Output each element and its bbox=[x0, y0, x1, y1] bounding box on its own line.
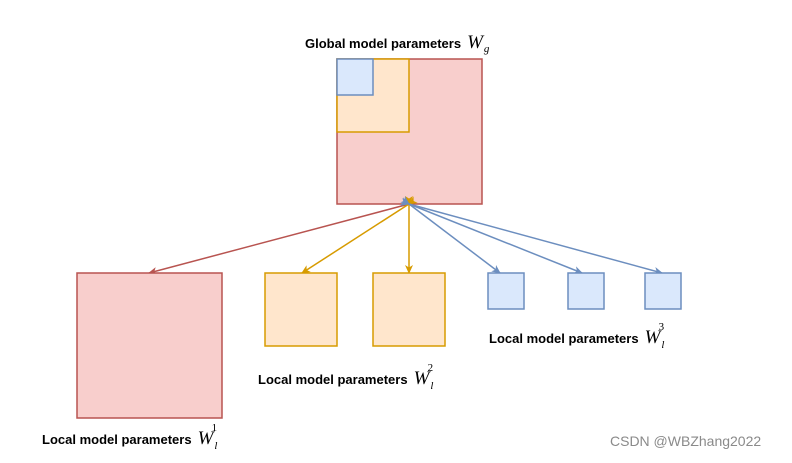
local-label-2-text: Local model parameters bbox=[258, 372, 408, 387]
global-model-block bbox=[336, 58, 483, 205]
local-label-1-text: Local model parameters bbox=[42, 432, 192, 447]
arrows bbox=[148, 195, 663, 275]
local-orange-square-2 bbox=[372, 272, 446, 347]
local-blue-square-2 bbox=[567, 272, 605, 310]
local-blue-square-1 bbox=[487, 272, 525, 310]
global-label-text: Global model parameters bbox=[305, 36, 462, 51]
arrow-to-local-1 bbox=[148, 203, 410, 275]
arrow-to-local-3c bbox=[400, 198, 663, 275]
global-label-symbol: Wg bbox=[467, 32, 490, 55]
arrow-to-local-2a bbox=[301, 196, 418, 274]
global-blue-square bbox=[336, 58, 374, 96]
local-orange-square-1 bbox=[264, 272, 338, 347]
local-blue-square-3 bbox=[644, 272, 682, 310]
arrow-to-local-3a bbox=[400, 195, 501, 274]
arrow-to-local-3b bbox=[400, 197, 583, 274]
global-label: Global model parameters Wg bbox=[305, 32, 490, 55]
watermark: CSDN @WBZhang2022 bbox=[610, 433, 762, 449]
local-red-square bbox=[76, 272, 223, 419]
local-label-3-text: Local model parameters bbox=[489, 331, 639, 346]
